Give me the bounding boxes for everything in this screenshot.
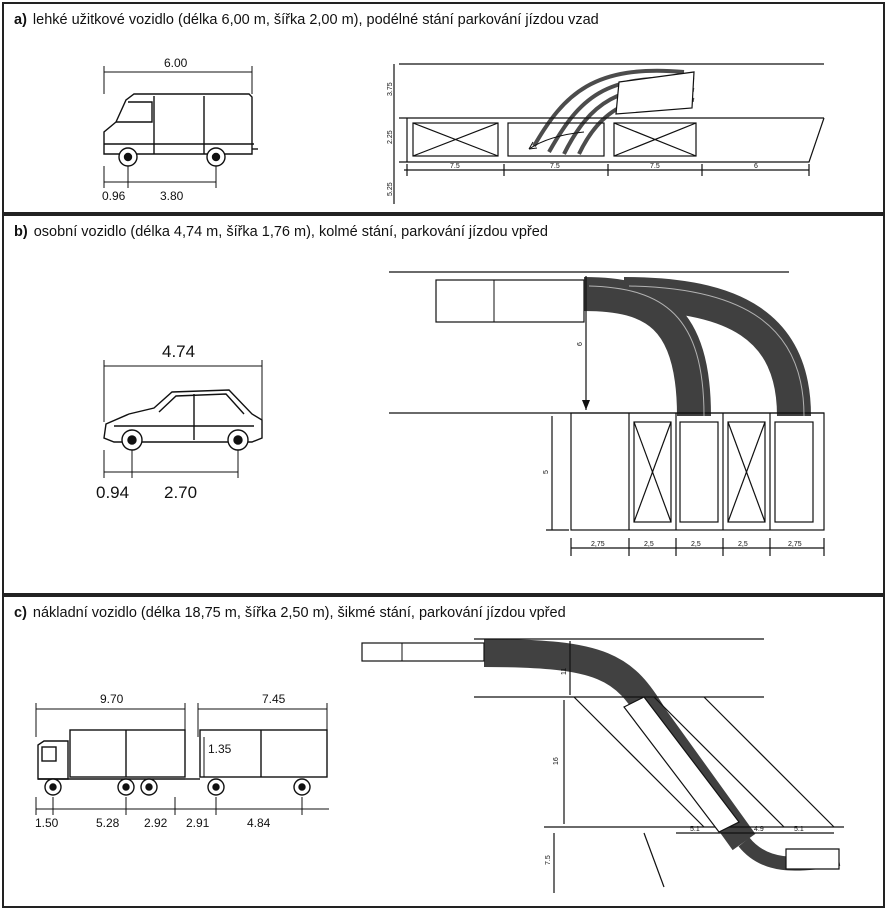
layout-a-top-margin: 3.75 bbox=[387, 82, 394, 96]
layout-a-stall-2: 7.5 bbox=[550, 163, 560, 170]
panel-a-letter: a) bbox=[14, 12, 27, 28]
car-swept-path-lines bbox=[588, 285, 805, 417]
panel-b-letter: b) bbox=[14, 224, 28, 240]
panel-a-drawing: 6.00 0.96 3.80 bbox=[102, 56, 825, 204]
truck-seg-4: 2.91 bbox=[186, 816, 210, 830]
van-dimensions bbox=[103, 66, 253, 188]
panel-a-caption-text: lehké užitkové vozidlo (délka 6,00 m, ší… bbox=[32, 12, 599, 28]
car-dimensions bbox=[103, 360, 263, 478]
truck-dimensions bbox=[35, 703, 329, 815]
layout-a-stall-4: 6 bbox=[754, 163, 758, 170]
truck-seg-2: 5.28 bbox=[96, 816, 120, 830]
truck-seg-3: 2.92 bbox=[144, 816, 168, 830]
panel-b-caption: b) osobní vozidlo (délka 4,74 m, šířka 1,… bbox=[14, 224, 548, 240]
truck-swept-path bbox=[483, 639, 841, 871]
layout-b-stall-2: 2,5 bbox=[644, 541, 654, 548]
car-wheelbase-label: 2.70 bbox=[164, 483, 197, 502]
truck-with-trailer bbox=[37, 729, 328, 796]
parallel-parking-layout bbox=[393, 63, 825, 204]
layout-c-stall-3: 5.1 bbox=[794, 826, 804, 833]
panel-b-drawing: 4.74 0.94 2.70 bbox=[96, 271, 825, 556]
truck-seg-5: 4.84 bbox=[247, 816, 271, 830]
layout-c-bottom: 7.5 bbox=[545, 855, 552, 865]
van-length-label: 6.00 bbox=[164, 56, 188, 70]
panel-c-caption: c) nákladní vozidlo (délka 18,75 m, šířka… bbox=[14, 605, 566, 621]
car-top-view bbox=[435, 279, 585, 323]
layout-a-stall-3: 7.5 bbox=[650, 163, 660, 170]
layout-a-stall-1: 7.5 bbox=[450, 163, 460, 170]
panel-c-drawing: 9.70 7.45 1.35 1.50 5.28 2.92 2.91 4.84 bbox=[35, 638, 844, 893]
layout-b-stall-depth: 5 bbox=[543, 470, 550, 474]
layout-b-stall-3: 2,5 bbox=[691, 541, 701, 548]
car-side-view bbox=[103, 389, 263, 451]
panel-c-caption-text: nákladní vozidlo (délka 18,75 m, šířka 2… bbox=[32, 605, 566, 621]
reverse-arrows bbox=[528, 131, 585, 150]
panel-a-caption: a) lehké užitkové vozidlo (délka 6,00 m, … bbox=[14, 12, 599, 28]
layout-c-stall-1: 5.1 bbox=[690, 826, 700, 833]
layout-c-aisle: 11 bbox=[561, 668, 568, 675]
layout-b-aisle: 6 bbox=[577, 342, 584, 346]
truck-length-label: 9.70 bbox=[100, 692, 124, 706]
panel-c-letter: c) bbox=[14, 605, 27, 621]
perpendicular-parking-layout bbox=[389, 271, 825, 556]
layout-a-bottom-margin: 5.25 bbox=[387, 182, 394, 196]
panel-c: c) nákladní vozidlo (délka 18,75 m, šířka… bbox=[2, 595, 885, 908]
layout-b-stall-4: 2,5 bbox=[738, 541, 748, 548]
panel-a: a) lehké užitkové vozidlo (délka 6,00 m, … bbox=[2, 2, 885, 214]
panel-b-caption-text: osobní vozidlo (délka 4,74 m, šířka 1,76… bbox=[33, 224, 548, 240]
van-front-overhang-label: 0.96 bbox=[102, 189, 126, 203]
van-wheelbase-label: 3.80 bbox=[160, 189, 184, 203]
van-side-view bbox=[103, 93, 258, 167]
van-top-view bbox=[615, 71, 695, 115]
layout-a-stall-width: 2.25 bbox=[387, 130, 394, 144]
car-length-label: 4.74 bbox=[162, 342, 195, 361]
layout-b-stall-5: 2,75 bbox=[788, 541, 802, 548]
truck-top-view-parked bbox=[623, 696, 840, 870]
layout-c-stall-2: 4.9 bbox=[754, 826, 764, 833]
aisle-arrow bbox=[582, 400, 590, 410]
truck-top-view-start bbox=[361, 642, 485, 662]
layout-b-stall-1: 2,75 bbox=[591, 541, 605, 548]
car-front-overhang-label: 0.94 bbox=[96, 483, 129, 502]
trailer-height-label: 1.35 bbox=[208, 742, 232, 756]
trailer-length-label: 7.45 bbox=[262, 692, 286, 706]
panel-b: b) osobní vozidlo (délka 4,74 m, šířka 1,… bbox=[2, 214, 885, 595]
angled-parking-layout bbox=[474, 638, 844, 893]
truck-seg-1: 1.50 bbox=[35, 816, 59, 830]
layout-c-stall-depth: 16 bbox=[553, 757, 560, 765]
car-swept-paths bbox=[583, 277, 811, 417]
